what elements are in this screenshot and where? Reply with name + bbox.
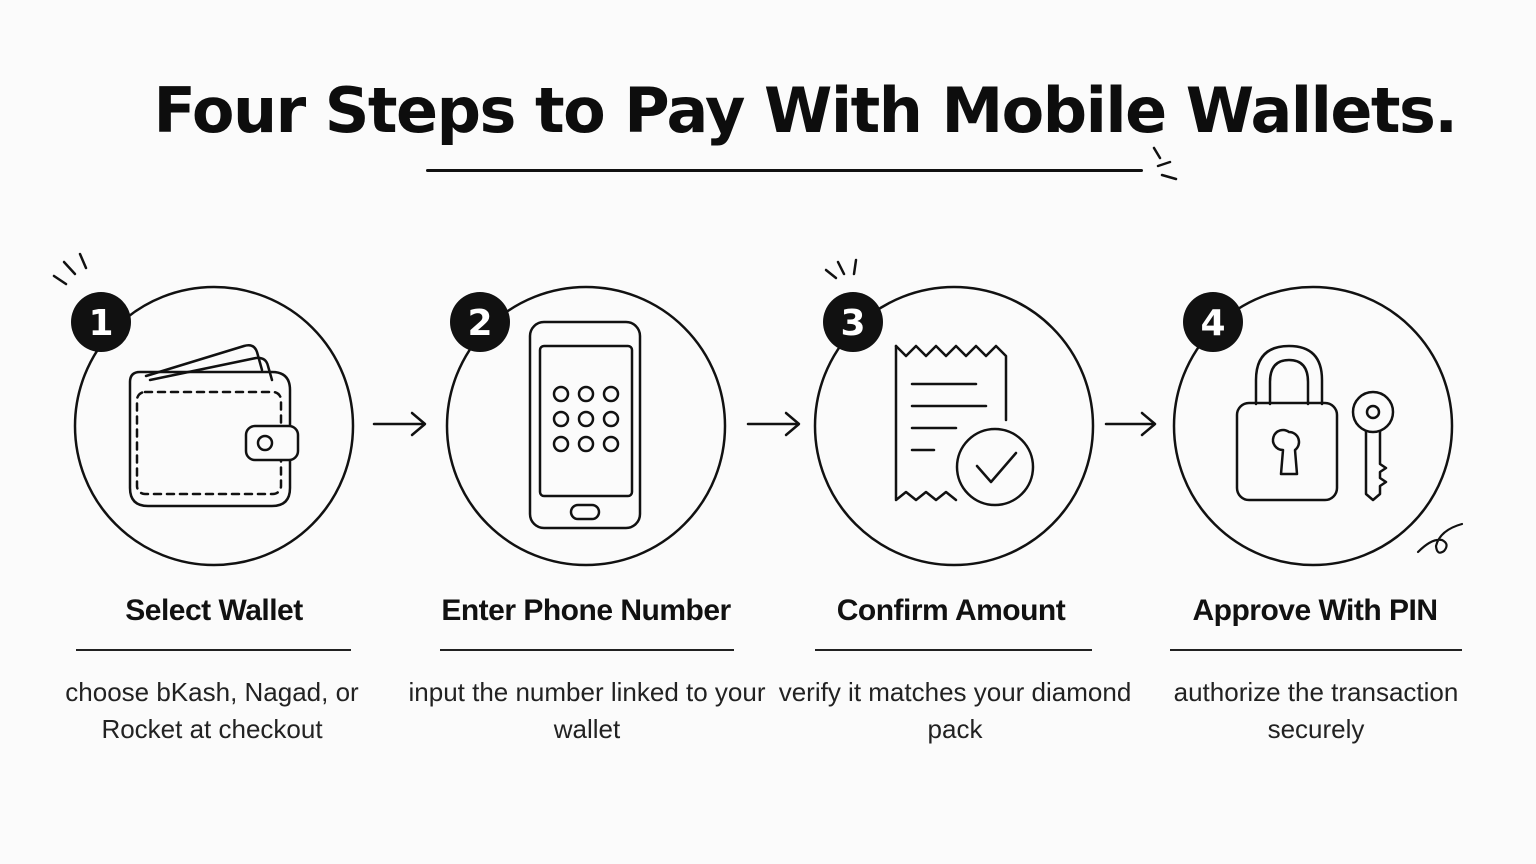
page-title: Four Steps to Pay With Mobile Wallets.: [153, 74, 1458, 147]
step-4-divider: [1170, 649, 1462, 651]
smartphone-keypad-icon: [528, 320, 642, 530]
step-1-title: Select Wallet: [125, 594, 303, 627]
step-3-description: verify it matches your diamond pack: [778, 677, 1132, 744]
step-1-sparkle-decoration: [52, 252, 88, 286]
step-3-divider: [815, 649, 1092, 651]
step-3-sparkle-decoration: [824, 258, 858, 280]
step-1-divider: [76, 649, 351, 651]
padlock-key-icon: [1235, 344, 1395, 502]
step-2-divider: [440, 649, 734, 651]
step-2-badge: [450, 292, 510, 352]
step-1-description: choose bKash, Nagad, or Rocket at checko…: [65, 677, 359, 744]
arrow-right-icon: [1104, 411, 1157, 437]
step-1-circle: [73, 285, 355, 567]
arrow-right-icon: [372, 411, 427, 437]
title-underline: [426, 169, 1143, 172]
step-1-badge: [71, 292, 131, 352]
step-3-badge: [823, 292, 883, 352]
step-3-number: 3: [840, 303, 865, 344]
step-2-number: 2: [467, 303, 492, 344]
step-2-circle-group: 2: [445, 285, 727, 567]
swirl-decoration: [1416, 522, 1464, 554]
step-1-circle-group: 1: [52, 252, 355, 567]
arrow-right-icon: [746, 411, 801, 437]
wallet-icon: [128, 344, 300, 508]
step-2-title: Enter Phone Number: [441, 594, 731, 627]
step-4-description: authorize the transaction securely: [1173, 677, 1459, 744]
title-sparkle-decoration: [1152, 146, 1178, 181]
step-3-circle: [813, 285, 1095, 567]
receipt-check-icon: [894, 344, 1035, 507]
step-3-title: Confirm Amount: [836, 594, 1066, 627]
step-3-circle-group: 3: [813, 258, 1095, 567]
step-4-badge: [1183, 292, 1243, 352]
step-1-number: 1: [88, 303, 113, 344]
step-2-circle: [445, 285, 727, 567]
step-4-number: 4: [1200, 303, 1225, 344]
step-4-circle: [1172, 285, 1454, 567]
step-4-title: Approve With PIN: [1192, 594, 1438, 627]
step-4-circle-group: 4: [1172, 285, 1464, 567]
step-2-description: input the number linked to your wallet: [408, 677, 766, 744]
